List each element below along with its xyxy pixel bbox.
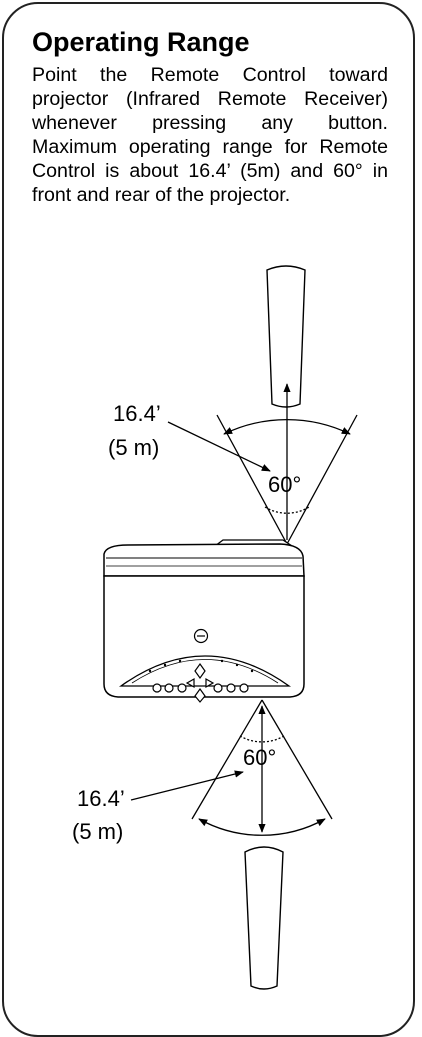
remote-control-rear-icon: [244, 846, 284, 990]
rear-distance-meters: (5 m): [72, 819, 123, 844]
front-distance-meters: (5 m): [108, 435, 159, 460]
rear-distance-feet: 16.4’: [77, 786, 125, 811]
operating-range-diagram: 16.4’ (5 m) 60°: [72, 265, 358, 990]
front-distance-pointer: [167, 421, 271, 472]
front-angle-label: 60°: [268, 472, 301, 497]
projector-icon: [103, 539, 305, 703]
remote-control-front-icon: [266, 265, 306, 408]
instruction-paragraph: Point the Remote Control toward projecto…: [32, 64, 388, 206]
rear-angle-label: 60°: [243, 745, 276, 770]
section-title: Operating Range: [32, 27, 250, 57]
rear-distance-pointer: [130, 770, 244, 801]
front-distance-feet: 16.4’: [113, 401, 161, 426]
front-range-cone: [216, 383, 358, 545]
rear-range-cone: [191, 699, 333, 836]
